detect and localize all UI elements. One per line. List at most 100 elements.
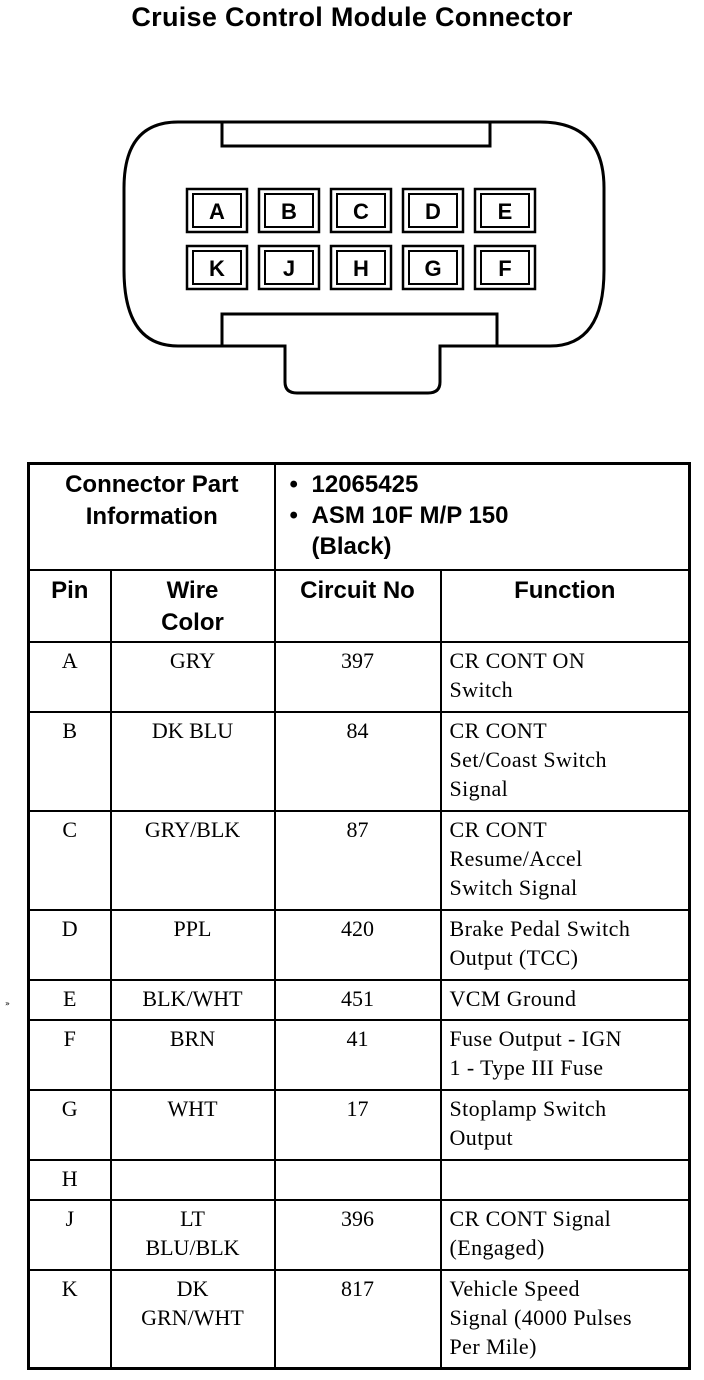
pin-cell: J	[27, 1198, 112, 1271]
connector-lower-ledge	[220, 312, 499, 346]
pin-cell: G	[27, 1088, 112, 1161]
pin-cell: E	[27, 978, 112, 1021]
wire-color-cell: BRN	[109, 1018, 276, 1091]
circuit-cell: 84	[273, 710, 442, 812]
pin-cell: D	[27, 908, 112, 981]
part-info-label-line2: Information	[85, 503, 218, 530]
pin-label-j: J	[283, 256, 295, 281]
pin-label-b: B	[281, 199, 297, 224]
circuit-cell: 41	[273, 1018, 442, 1091]
pin-box-inner-j	[264, 250, 314, 285]
circuit-cell: 817	[273, 1268, 442, 1370]
wire-color-cell: PPL	[109, 908, 276, 981]
part-info-row: Connector Part Information • 12065425 • AS…	[27, 462, 691, 571]
pin-box-inner-d	[408, 193, 458, 228]
circuit-cell: 396	[273, 1198, 442, 1271]
column-header-row: Pin Wire Color Circuit No Function	[27, 568, 691, 643]
pin-label-a: A	[209, 199, 225, 224]
bullet-icon: •	[289, 502, 298, 529]
part-info-label: Connector Part Information	[27, 462, 276, 571]
pin-box-h	[329, 244, 393, 291]
pin-cell: H	[27, 1158, 112, 1201]
wire-color-cell: GRY	[109, 640, 276, 713]
function-cell	[439, 1158, 691, 1201]
part-info-label-line1: Connector Part	[65, 471, 239, 498]
wire-color-cell: WHT	[109, 1088, 276, 1161]
pin-box-inner-k	[192, 250, 242, 285]
pin-label-h: H	[353, 256, 369, 281]
pin-label-k: K	[209, 256, 225, 281]
circuit-cell: 420	[273, 908, 442, 981]
stray-mark: »	[5, 999, 10, 1008]
pin-box-inner-c	[336, 193, 386, 228]
assembly-line1: ASM 10F M/P 150	[311, 502, 509, 529]
pin-box-b	[257, 187, 321, 234]
pin-cell: F	[27, 1018, 112, 1091]
wire-color-cell: BLK/WHT	[109, 978, 276, 1021]
part-info-values: • 12065425 • ASM 10F M/P 150 (Black)	[273, 462, 691, 571]
circuit-cell: 17	[273, 1088, 442, 1161]
connector-key-notch	[220, 122, 492, 148]
pin-box-inner-b	[264, 193, 314, 228]
function-cell: CR CONT Signal(Engaged)	[439, 1198, 691, 1271]
wire-color-cell: DK BLU	[109, 710, 276, 812]
column-header-pin: Pin	[27, 568, 112, 643]
circuit-cell: 451	[273, 978, 442, 1021]
wire-color-cell: GRY/BLK	[109, 809, 276, 911]
pin-box-d	[401, 187, 465, 234]
connector-info-table: Connector Part Information •12065425 •AS…	[27, 462, 692, 1370]
diagram-title: Cruise Control Module Connector	[131, 2, 573, 32]
pin-box-g	[401, 244, 465, 291]
column-header-wire-color: Wire Color	[109, 568, 276, 643]
pin-cell: A	[27, 640, 112, 713]
part-number: 12065425	[311, 471, 419, 498]
pin-box-a	[185, 187, 249, 234]
function-cell: VCM Ground	[439, 978, 691, 1021]
pin-box-k	[185, 244, 249, 291]
assembly-line2: (Black)	[311, 533, 392, 560]
pin-cell: K	[27, 1268, 112, 1370]
wire-color-cell	[109, 1158, 276, 1201]
bullet-icon: •	[289, 471, 298, 498]
pin-box-inner-h	[336, 250, 386, 285]
pin-box-inner-e	[480, 193, 530, 228]
pin-label-c: C	[353, 199, 369, 224]
pin-box-inner-a	[192, 193, 242, 228]
pin-box-f	[473, 244, 537, 291]
pin-box-inner-g	[408, 250, 458, 285]
connector-body	[122, 120, 606, 395]
pin-label-f: F	[498, 256, 511, 281]
pin-box-c	[329, 187, 393, 234]
column-header-function: Function	[439, 568, 691, 643]
circuit-cell: 397	[273, 640, 442, 713]
pin-box-e	[473, 187, 537, 234]
pin-box-inner-f	[480, 250, 530, 285]
pin-label-d: D	[425, 199, 441, 224]
column-header-circuit: Circuit No	[273, 568, 442, 643]
pin-cell: C	[27, 809, 112, 911]
circuit-cell	[273, 1158, 442, 1201]
pin-box-j	[257, 244, 321, 291]
pin-label-e: E	[498, 199, 513, 224]
